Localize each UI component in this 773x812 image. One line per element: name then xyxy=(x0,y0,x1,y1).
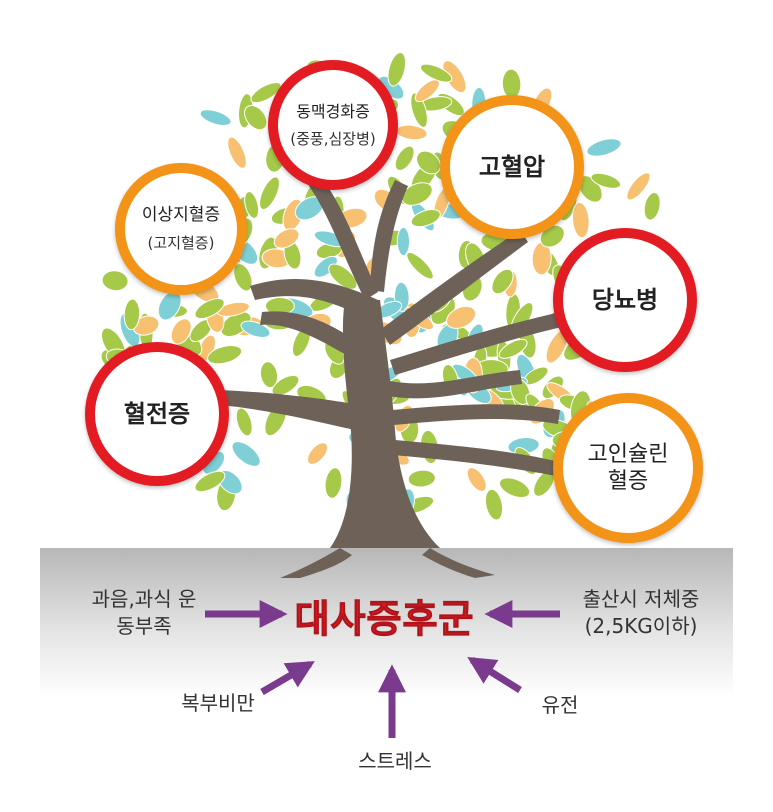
disease-circle-hypertension: 고혈압 xyxy=(440,95,584,239)
disease-label: 당뇨병 xyxy=(591,286,659,314)
leaf xyxy=(499,477,531,499)
leaf xyxy=(271,374,300,396)
leaf xyxy=(446,305,477,329)
disease-circle-hyperinsulinemia: 고인슐린 혈증 xyxy=(553,393,703,543)
leaf xyxy=(491,268,514,295)
tree-trunk xyxy=(218,172,574,578)
leaf xyxy=(273,228,300,249)
leaf xyxy=(199,109,232,126)
leaf xyxy=(307,442,328,465)
leaf xyxy=(419,63,453,83)
leaf xyxy=(416,150,441,175)
leaf xyxy=(227,136,247,169)
leaf xyxy=(498,338,528,359)
leaf xyxy=(259,176,280,211)
cause-arrows xyxy=(205,600,560,738)
leaf xyxy=(233,263,253,292)
disease-circle-atherosclerosis: 동맥경화증 (중풍,심장병) xyxy=(268,60,398,190)
leaf xyxy=(324,467,343,499)
leaf xyxy=(466,467,487,492)
leaf xyxy=(410,209,441,228)
leaf xyxy=(235,407,253,437)
leaf xyxy=(207,345,243,365)
cause-lower-left: 복부비만 xyxy=(181,691,255,715)
disease-label: 이상지혈증 xyxy=(141,204,221,225)
disease-label: 혈전증 xyxy=(123,400,191,428)
cause-lower-right: 유전 xyxy=(541,693,579,717)
arrow-lower-right xyxy=(467,657,522,693)
disease-circle-thrombosis: 혈전증 xyxy=(85,342,229,486)
leaf xyxy=(194,470,226,493)
arrow-lower-left xyxy=(260,660,315,696)
leaf xyxy=(484,488,504,521)
leaf xyxy=(396,226,410,257)
leaf xyxy=(240,320,271,338)
leaf xyxy=(406,251,434,280)
leaf xyxy=(586,138,622,157)
leaf xyxy=(407,469,436,488)
leaf xyxy=(259,361,279,389)
leaf xyxy=(244,105,268,131)
cause-bottom: 스트레스 xyxy=(358,749,432,773)
leaf xyxy=(101,270,129,292)
leaf xyxy=(123,298,141,331)
leaf xyxy=(410,92,428,128)
cause-left: 과음,과식 운동부족 xyxy=(91,587,197,638)
disease-sublabel: (고지혈증) xyxy=(147,234,215,253)
leaf xyxy=(571,201,590,239)
leaf xyxy=(387,51,407,87)
cause-right: 출산시 저체중 (2,5KG이하) xyxy=(582,587,700,638)
disease-circle-dyslipidemia: 이상지혈증 (고지혈증) xyxy=(115,163,247,295)
leaf xyxy=(401,182,433,206)
disease-label: 고혈압 xyxy=(478,153,546,181)
leaf xyxy=(643,192,661,221)
leaf xyxy=(590,172,622,189)
leaf xyxy=(328,263,358,290)
disease-label: 동맥경화증 xyxy=(296,101,370,121)
disease-sublabel: (중풍,심장병) xyxy=(290,129,376,148)
leaf xyxy=(231,441,261,467)
leaf xyxy=(626,172,651,201)
disease-label: 고인슐린 혈증 xyxy=(587,441,669,495)
center-title: 대사증후군 xyxy=(294,597,475,642)
disease-circle-diabetes: 당뇨병 xyxy=(553,228,697,372)
leaf xyxy=(394,145,415,171)
leaf xyxy=(244,191,260,219)
leaf xyxy=(194,298,225,320)
